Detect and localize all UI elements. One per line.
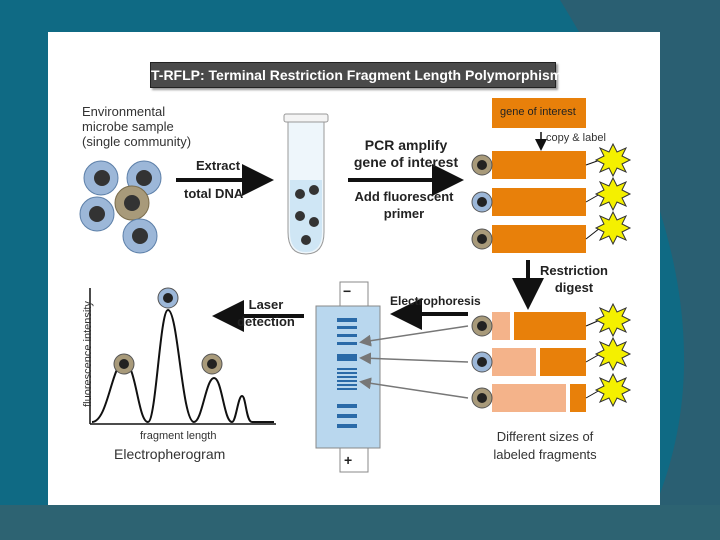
electropherogram-label: Electropherogram <box>114 446 226 462</box>
copy-label: copy & label <box>546 132 606 144</box>
laser-label-line-2: detection <box>237 314 295 329</box>
laser-label: Laser detection <box>232 296 300 330</box>
gene-of-interest-label: gene of interest <box>500 106 576 118</box>
sample-label-line-3: (single community) <box>82 134 192 149</box>
x-axis-label: fragment length <box>140 430 217 442</box>
y-axis-label: fluorescence intensity <box>82 301 94 407</box>
sample-label: Environmental microbe sample (single com… <box>82 104 191 149</box>
sample-label-line-2: microbe sample <box>82 119 174 134</box>
gel <box>315 281 381 473</box>
microbe-community <box>79 160 162 254</box>
laser-label-line-1: Laser <box>248 297 284 312</box>
title-bar: T-RFLP: Terminal Restriction Fragment Le… <box>150 62 563 88</box>
sample-label-line-1: Environmental <box>82 104 166 119</box>
extract-label-top: Extract <box>196 158 241 173</box>
restriction-label-line-2: digest <box>554 280 594 295</box>
gene-of-interest-box <box>492 98 586 128</box>
electrophoresis-label: Electrophoresis <box>390 294 481 308</box>
fragments-label-line-1: Different sizes of <box>496 429 594 444</box>
primer-label: Add fluorescent primer <box>346 188 462 222</box>
gel-plus-label: + <box>344 452 353 468</box>
digested-fragments <box>471 302 632 412</box>
restriction-label: Restriction digest <box>536 262 612 296</box>
pcr-label-line-2: gene of interest <box>353 154 459 170</box>
amplified-genes <box>471 142 632 253</box>
restriction-label-line-1: Restriction <box>540 263 608 278</box>
pcr-label: PCR amplify gene of interest <box>350 137 462 171</box>
slide: T-RFLP: Terminal Restriction Fragment Le… <box>48 32 660 505</box>
test-tube <box>283 113 329 255</box>
page-title: T-RFLP: Terminal Restriction Fragment Le… <box>151 67 563 83</box>
fragments-label-line-2: labeled fragments <box>493 447 597 462</box>
primer-label-line-1: Add fluorescent <box>354 189 454 204</box>
fragment-pointer-arrows <box>359 325 469 399</box>
fragments-label: Different sizes of labeled fragments <box>488 428 602 464</box>
gel-minus-label: − <box>343 283 352 299</box>
diagram-canvas <box>79 98 632 473</box>
electropherogram <box>89 287 276 425</box>
extract-label-bottom: total DNA <box>184 186 244 201</box>
pcr-label-line-1: PCR amplify <box>364 137 448 153</box>
primer-label-line-2: primer <box>383 206 425 221</box>
